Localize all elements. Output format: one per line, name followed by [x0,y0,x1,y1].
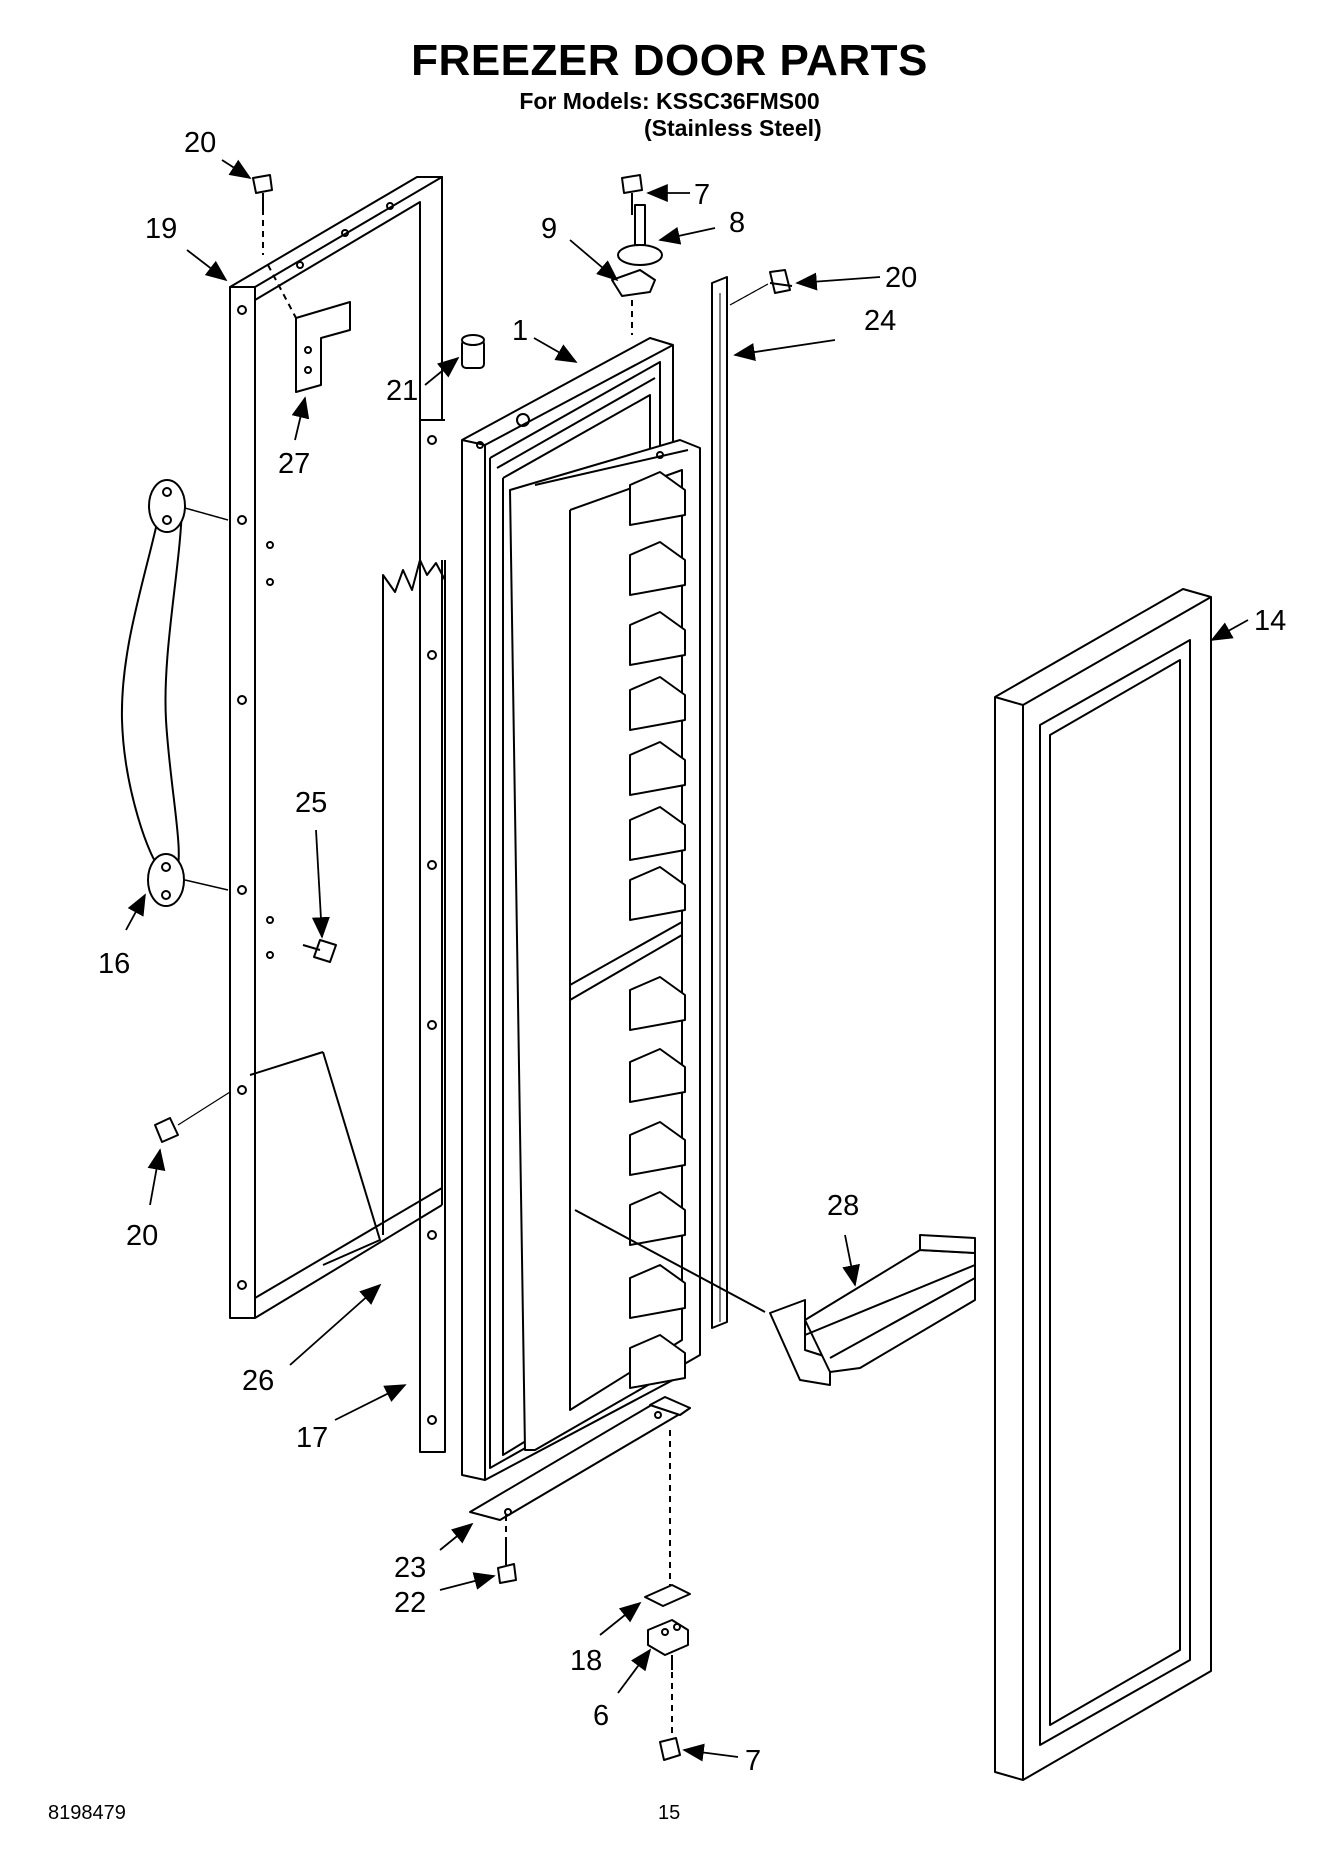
document-number: 8198479 [48,1802,126,1824]
screw-25 [302,939,337,963]
bracket-part [295,301,351,393]
callout-8: 8 [729,207,745,239]
callout-26: 26 [242,1365,274,1397]
callout-19: 19 [145,213,177,245]
models-line: For Models: KSSC36FMS00 [519,88,820,114]
callout-20-right: 20 [885,262,917,294]
door-frame-panel [229,176,443,1319]
callout-9: 9 [541,213,557,245]
callout-7-top: 7 [694,179,710,211]
leader-arrows [125,159,1249,1762]
callout-1: 1 [512,315,528,347]
callout-25: 25 [295,787,327,819]
bottom-hinge-assembly [644,1584,691,1761]
callout-27: 27 [278,448,310,480]
door-bin [769,1234,976,1386]
callout-22: 22 [394,1587,426,1619]
callout-17: 17 [296,1422,328,1454]
page-number: 15 [658,1802,681,1824]
screw-20-left [154,1091,231,1143]
callout-20-left: 20 [126,1220,158,1252]
door-handle [120,479,186,907]
screw-20-top [252,174,273,215]
plug-21 [461,334,485,369]
screw-20-right [769,269,793,294]
top-hinge-assembly [611,174,663,297]
callout-6: 6 [593,1700,609,1732]
callout-14: 14 [1254,605,1286,637]
page-title: FREEZER DOOR PARTS [411,36,928,85]
callout-18: 18 [570,1645,602,1677]
callout-23: 23 [394,1552,426,1584]
callout-28: 28 [827,1190,859,1222]
liner-strip [382,419,446,1453]
callout-24: 24 [864,305,896,337]
screw-22 [497,1540,517,1584]
callout-7-bottom: 7 [745,1745,761,1777]
bottom-cap-strip [469,1396,691,1521]
callout-21: 21 [386,375,418,407]
finish-line: (Stainless Steel) [644,115,822,141]
callout-16: 16 [98,948,130,980]
bin-clips [629,471,686,1389]
callout-labels: 20 19 27 16 25 20 26 17 21 1 7 8 9 20 24… [98,127,1286,1777]
outer-door-panel [994,588,1212,1781]
callout-20-top: 20 [184,127,216,159]
right-strip [711,276,728,1329]
